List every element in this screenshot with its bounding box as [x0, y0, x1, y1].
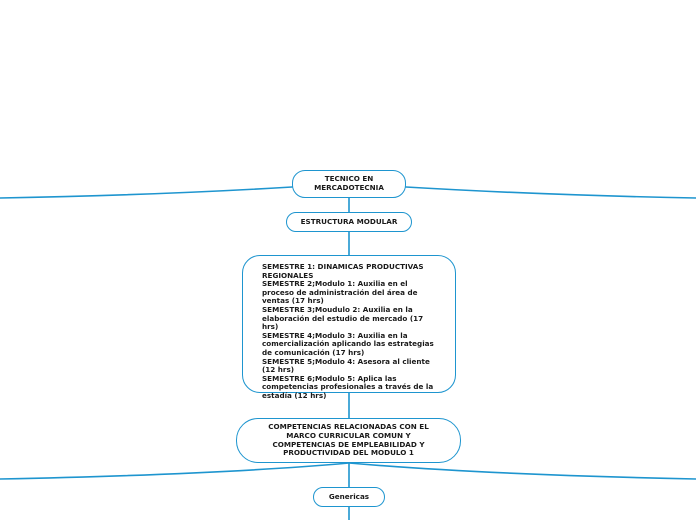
- connector-root-right: [405, 186, 696, 199]
- competencias-node[interactable]: COMPETENCIAS RELACIONADAS CON EL MARCO C…: [236, 418, 461, 463]
- semestre-4-label: SEMESTRE 4;Modulo 3: Auxilia en la comer…: [262, 330, 434, 357]
- root-topic-label: TECNICO EN MERCADOTECNIA: [314, 174, 384, 192]
- competencias-label: COMPETENCIAS RELACIONADAS CON EL MARCO C…: [268, 422, 429, 458]
- estructura-modular-node[interactable]: ESTRUCTURA MODULAR: [286, 212, 412, 232]
- genericas-node[interactable]: Genericas: [313, 487, 385, 507]
- semestre-6-label: SEMESTRE 6;Modulo 5: Aplica las competen…: [262, 373, 434, 400]
- root-topic-node[interactable]: TECNICO EN MERCADOTECNIA: [292, 170, 406, 198]
- semestre-3-label: SEMESTRE 3;Moudulo 2: Auxilia en la elab…: [262, 304, 424, 332]
- semestre-2-label: SEMESTRE 2;Modulo 1: Auxilia en el proce…: [262, 279, 418, 306]
- connector-competencias-right: [348, 462, 696, 480]
- semestres-node[interactable]: SEMESTRE 1: DINAMICAS PRODUCTIVAS REGION…: [242, 255, 456, 400]
- semestre-5-label: SEMESTRE 5;Modulo 4: Asesora al cliente …: [262, 356, 430, 375]
- estructura-modular-label: ESTRUCTURA MODULAR: [300, 216, 398, 226]
- genericas-label: Genericas: [328, 491, 370, 501]
- connector-competencias-left: [0, 462, 350, 480]
- semestre-1-label: SEMESTRE 1: DINAMICAS PRODUCTIVAS REGION…: [262, 262, 424, 280]
- connector-root-left: [0, 186, 293, 199]
